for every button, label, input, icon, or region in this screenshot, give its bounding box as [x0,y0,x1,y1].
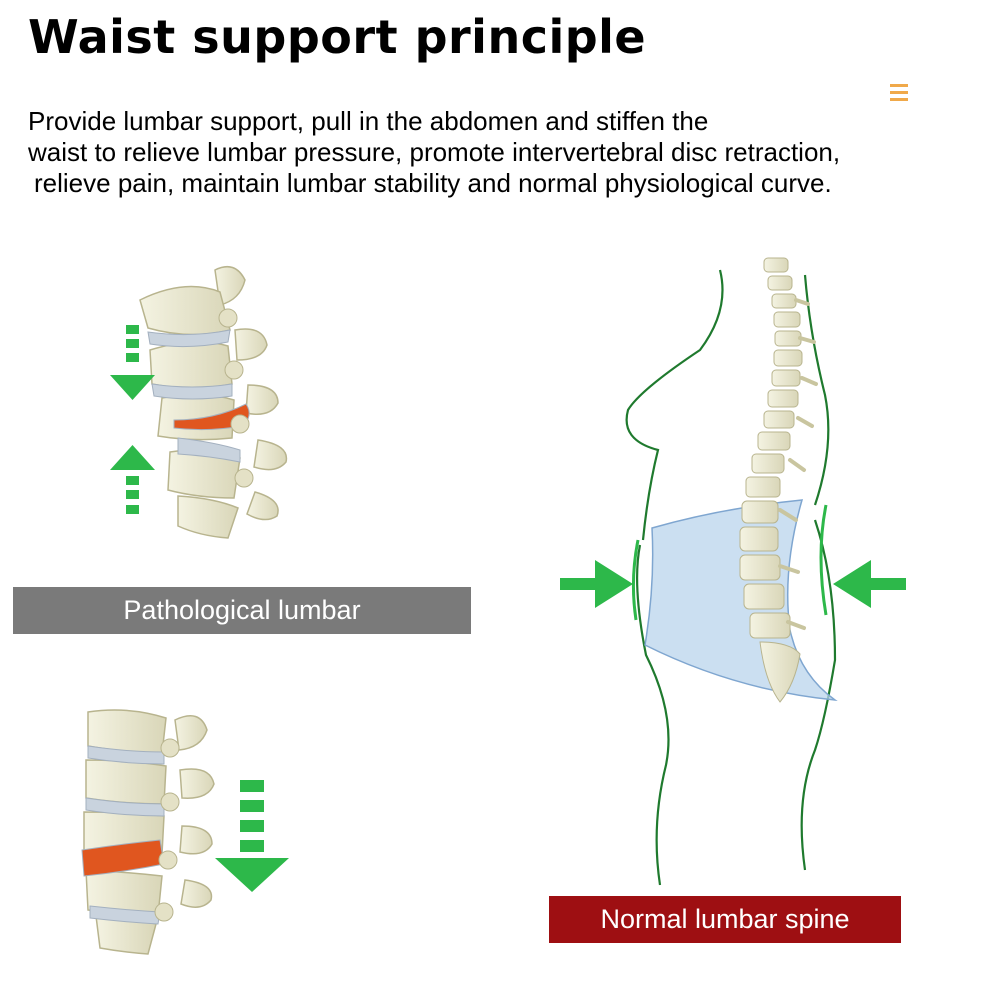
arrow-right-icon [560,539,640,621]
arrow-down-icon [110,325,155,400]
page-title: Waist support principle [28,10,647,64]
menu-icon[interactable] [888,80,910,106]
compressed-spine-diagram [81,709,289,955]
pathological-spine-diagram [110,265,288,539]
description-line-3: relieve pain, maintain lumbar stability … [34,168,832,198]
normal-lumbar-spine-label: Normal lumbar spine [549,896,901,943]
arrow-down-icon [215,780,289,892]
arrow-up-icon [110,445,155,514]
pathological-lumbar-label: Pathological lumbar [13,587,471,634]
description: Provide lumbar support, pull in the abdo… [28,106,988,199]
description-line-2: waist to relieve lumbar pressure, promot… [28,137,841,167]
description-line-1: Provide lumbar support, pull in the abdo… [28,106,709,136]
normal-spine-diagram [560,257,906,886]
arrow-left-icon [819,504,906,616]
